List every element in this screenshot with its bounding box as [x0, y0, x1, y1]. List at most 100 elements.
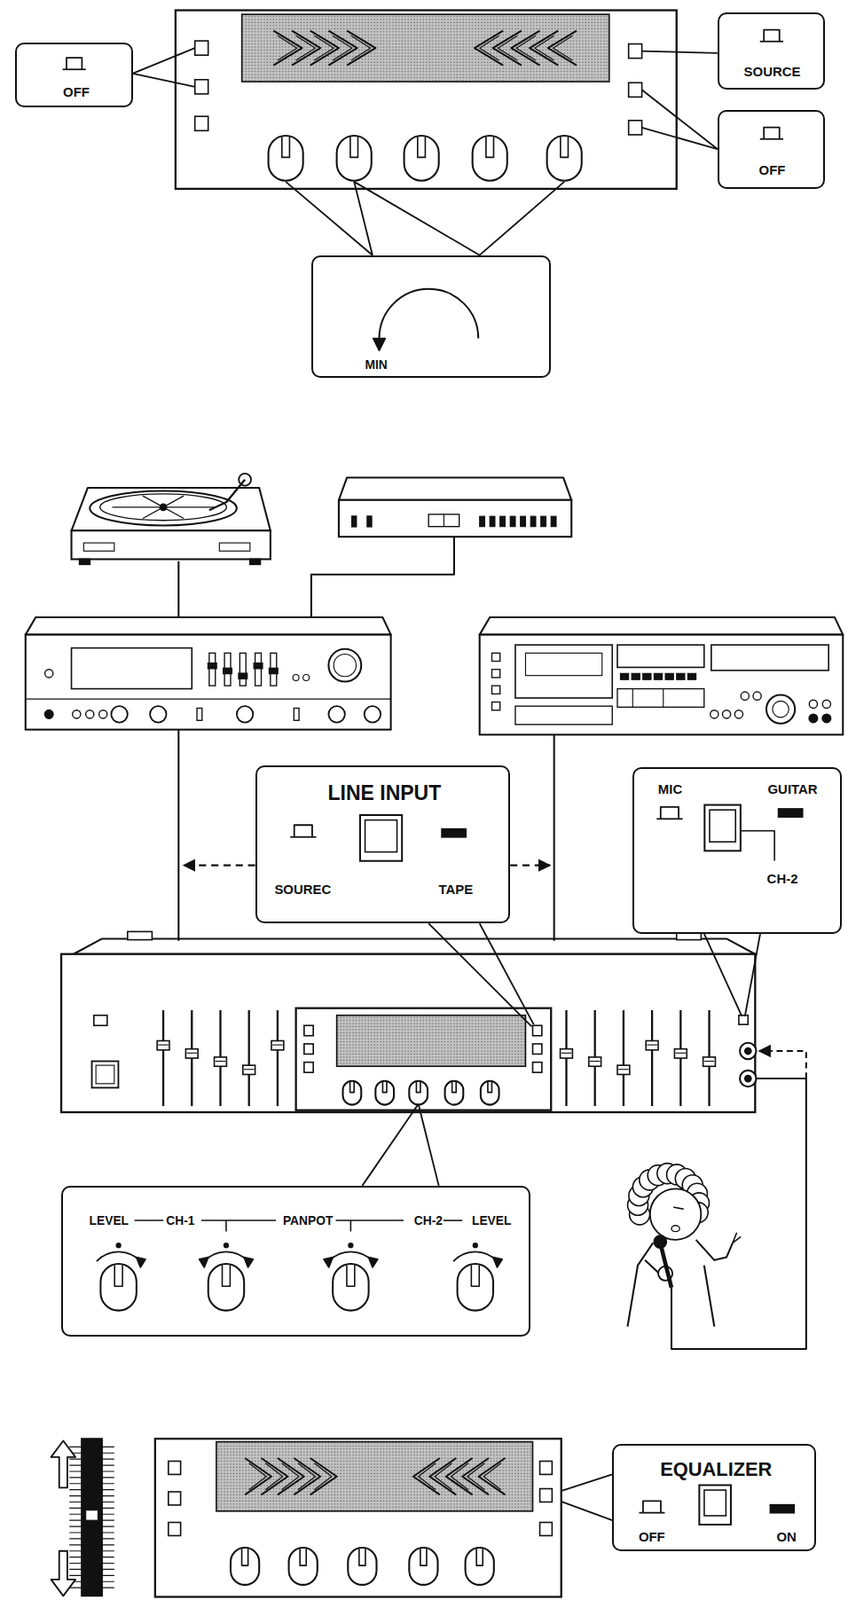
- level-chevrons: [510, 31, 540, 66]
- switch-on-symbol: [778, 808, 803, 817]
- mixer-equalizer-unit: [617, 1065, 630, 1075]
- callout-label: CH-2: [767, 871, 799, 887]
- knob: [282, 136, 291, 158]
- singer-figure: [628, 1163, 742, 1327]
- callout-label: LEVEL: [89, 1214, 129, 1228]
- singer-figure: [673, 1207, 684, 1210]
- knob: [332, 1264, 369, 1312]
- callout-label: PANPOT: [282, 1214, 333, 1228]
- signal-cable: [177, 730, 180, 942]
- knob: [472, 135, 508, 181]
- signal-cable: [177, 561, 180, 618]
- mixer-equalizer-unit: [738, 1015, 748, 1025]
- front-panel: [195, 79, 209, 95]
- switch-off-symbol: [657, 807, 684, 820]
- mixer-equalizer-unit: [94, 1015, 108, 1027]
- tuner: [428, 514, 460, 527]
- knob: [289, 1547, 318, 1586]
- singer-figure: [650, 1188, 702, 1241]
- cassette-deck: [492, 669, 501, 678]
- cassette-deck: [687, 673, 696, 680]
- dashed-arrow: [510, 864, 550, 867]
- front-panel: [540, 1489, 553, 1503]
- level-chevrons: [314, 1463, 332, 1491]
- level-chevrons: [462, 1458, 489, 1495]
- mixer-equalizer-unit: [622, 1010, 625, 1107]
- mixer-equalizer-unit: [61, 954, 755, 1113]
- level-chevrons: [529, 31, 558, 66]
- switch-on-symbol: [770, 1505, 795, 1514]
- mixer-equalizer-unit: [704, 1060, 715, 1062]
- mixer-equalizer-unit: [157, 1040, 170, 1050]
- amplifier: [328, 706, 345, 723]
- knob: [420, 1548, 427, 1566]
- knob: [472, 135, 508, 181]
- mixer-equalizer-unit: [276, 1010, 279, 1107]
- knob: [445, 1081, 464, 1106]
- switch-off-symbol: [639, 1500, 666, 1513]
- level-chevrons: [332, 35, 353, 61]
- knob: [208, 1264, 244, 1312]
- knob-callout: MIN: [311, 255, 551, 378]
- rotation-arrow: [204, 1251, 248, 1262]
- front-panel: [195, 40, 209, 55]
- knob: [347, 1547, 377, 1586]
- cassette-deck: [808, 699, 817, 708]
- callout-symbols: [62, 1187, 529, 1335]
- front-panel: [155, 1438, 562, 1597]
- mixer-equalizer-unit: [745, 1048, 752, 1055]
- tuner: [352, 516, 357, 527]
- knob: [343, 1081, 362, 1106]
- level-chevrons: [534, 35, 555, 61]
- level-chevrons: [446, 1458, 473, 1495]
- rotation-arrow: [96, 1251, 141, 1262]
- signal-cable: [553, 734, 556, 941]
- label-rule: [443, 1219, 463, 1222]
- turn-arc: [378, 288, 479, 338]
- switch-off-symbol: [62, 69, 87, 71]
- callout-label: OFF: [62, 85, 90, 100]
- cassette-deck: [822, 714, 831, 723]
- amplifier: [255, 652, 262, 686]
- switch-on-symbol: [441, 829, 466, 838]
- mixer-equalizer-unit: [588, 1057, 602, 1067]
- rotation-arrow: [329, 1251, 373, 1262]
- knob: [457, 1264, 494, 1312]
- turntable: [209, 479, 245, 511]
- callout-label: ON: [776, 1530, 796, 1545]
- leader-line: [745, 934, 761, 1017]
- push-switch: [364, 819, 397, 852]
- cassette-deck: [617, 644, 705, 668]
- knob: [222, 1264, 231, 1287]
- cassette-deck: [772, 700, 789, 717]
- level-chevrons: [244, 1458, 272, 1495]
- knob: [268, 135, 304, 181]
- callout-label: GUITAR: [767, 782, 817, 797]
- rotation-arrow: [453, 1251, 497, 1262]
- front-panel: [168, 1522, 181, 1536]
- arrowhead: [373, 337, 385, 350]
- switch-on-symbol: [770, 1505, 795, 1514]
- mixer-equalizer-unit: [739, 1070, 756, 1087]
- cassette-deck: [620, 673, 629, 680]
- level-chevrons: [291, 31, 321, 66]
- knob: [100, 1264, 136, 1312]
- tuner: [550, 516, 557, 527]
- amplifier: [72, 710, 81, 719]
- cassette-deck: [665, 673, 674, 680]
- amplifier: [223, 668, 232, 675]
- rotation-arrow: [323, 1243, 378, 1268]
- turntable: [142, 495, 184, 519]
- callout-box: SOURCE: [717, 12, 825, 90]
- rotation-arrow: [224, 1243, 228, 1248]
- front-panel: [155, 1438, 562, 1597]
- tuner: [489, 516, 495, 527]
- level-chevrons: [249, 1463, 267, 1491]
- amplifier: [333, 653, 356, 676]
- leader-line: [479, 181, 565, 256]
- mixer-panel: [533, 1025, 542, 1037]
- callout-box: OFF: [717, 109, 825, 189]
- rotation-arrow: [473, 1243, 478, 1248]
- front-panel: [168, 1460, 181, 1475]
